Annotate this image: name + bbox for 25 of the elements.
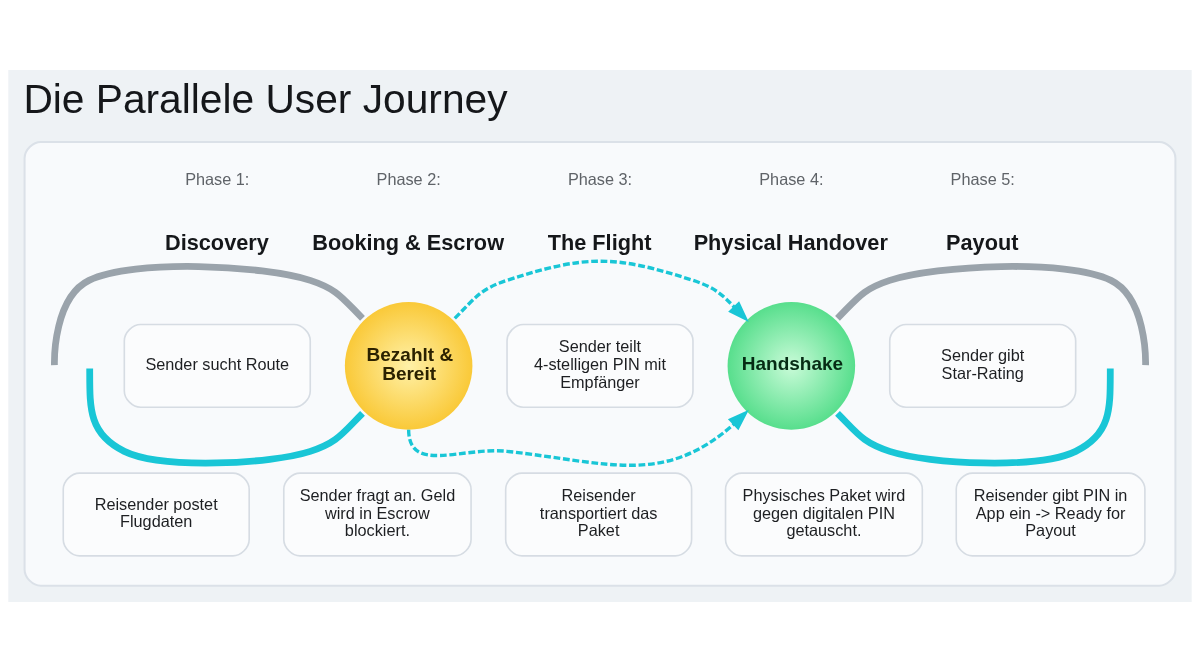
label: Phase 2: xyxy=(376,169,441,188)
connector xyxy=(835,262,1149,365)
diagram-title: Die Parallele User Journey xyxy=(23,75,508,122)
label: Phase 5: xyxy=(950,169,1015,188)
label: Discovery xyxy=(165,229,269,255)
node-box: Reisender postet Flugdaten xyxy=(62,471,250,557)
node-box: Sender sucht Route xyxy=(123,323,312,408)
node-box: Sender gibt Star-Rating xyxy=(888,323,1077,408)
arrow xyxy=(453,259,749,322)
label: Phase 1: xyxy=(185,169,250,188)
node-box: Physisches Paket wird gegen digitalen PIN getauscht. xyxy=(724,471,924,557)
node-box: Reisender gibt PIN in App ein -> Ready for Payout xyxy=(955,471,1146,557)
label: The Flight xyxy=(547,229,652,255)
label: Physical Handover xyxy=(693,229,888,255)
arrow xyxy=(406,409,749,467)
label: Payout xyxy=(946,229,1019,255)
label: Booking & Escrow xyxy=(312,229,505,255)
node-box: Sender teilt 4-stelligen PIN mit Empfänger xyxy=(506,323,694,408)
label: Phase 3: xyxy=(567,169,633,188)
label: Phase 4: xyxy=(759,169,824,188)
node-box: Reisender transportiert das Paket xyxy=(504,471,693,557)
connector xyxy=(51,262,365,365)
node-box: Sender fragt an. Geld wird in Escrow blockiert. xyxy=(282,471,472,557)
node-circle: Bezahlt & Bereit xyxy=(344,301,473,430)
cluster xyxy=(23,140,1177,587)
